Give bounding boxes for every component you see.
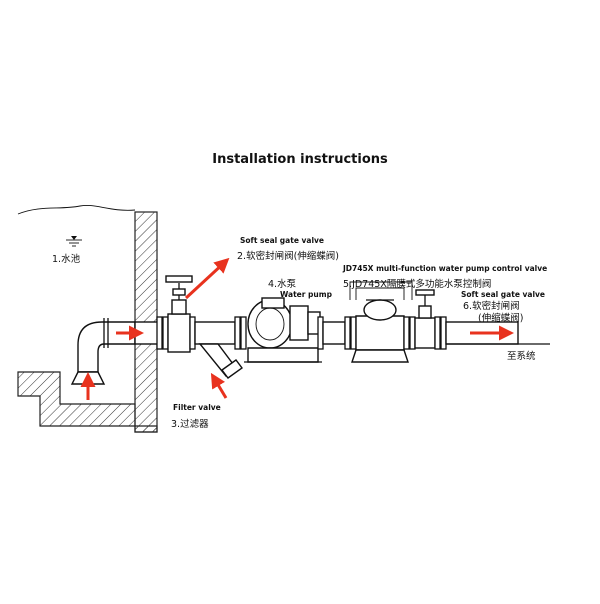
label-pool: 1.水池	[52, 254, 81, 265]
label-gate-valve-1-en: Soft seal gate valve	[240, 236, 325, 245]
filter-valve	[198, 343, 243, 379]
flange	[162, 316, 169, 350]
flange	[350, 316, 357, 350]
label-control-valve-en: JD745X multi-function water pump control…	[343, 264, 548, 273]
flow-arrow	[184, 257, 230, 300]
label-gate-valve-2-zh-b: (伸缩蝶阀)	[478, 313, 524, 324]
valve-handwheel	[165, 275, 193, 283]
label-filter-zh: 3.过滤器	[171, 419, 209, 430]
gate-valve-1	[165, 275, 196, 353]
ground-line	[17, 204, 136, 215]
flange	[344, 316, 351, 350]
control-valve	[349, 281, 413, 363]
label-gate-valve-2-zh-a: 6.软密封闸阀	[463, 301, 520, 312]
label-pump-zh: 4.水泵	[268, 279, 297, 290]
label-to-system: 至系统	[507, 351, 536, 362]
flange	[434, 316, 441, 350]
label-pump-en: Water pump	[280, 290, 332, 299]
flange	[234, 316, 241, 350]
water-pump	[244, 297, 322, 363]
pipe-segment	[322, 321, 346, 345]
flange	[240, 316, 247, 350]
pipe-segment	[194, 321, 236, 345]
label-filter-en: Filter valve	[173, 403, 221, 412]
flow-arrows	[80, 257, 514, 400]
label-gate-valve-1-zh: 2.软密封闸阀(伸缩蝶阀)	[237, 251, 339, 262]
flow-arrow	[210, 372, 228, 399]
label-control-valve-zh: 5.JD745X隔膜式多功能水泵控制阀	[343, 279, 492, 290]
diagram-title: Installation instructions	[212, 152, 388, 167]
label-gate-valve-2-en: Soft seal gate valve	[461, 290, 546, 299]
flange	[409, 316, 416, 350]
flange	[403, 316, 410, 350]
suction-elbow	[70, 318, 136, 385]
water-level-mark	[66, 236, 82, 247]
flange	[317, 316, 324, 350]
gate-valve-2	[414, 289, 436, 349]
flange	[156, 316, 163, 350]
flange	[440, 316, 447, 350]
pool-floor	[17, 371, 158, 433]
